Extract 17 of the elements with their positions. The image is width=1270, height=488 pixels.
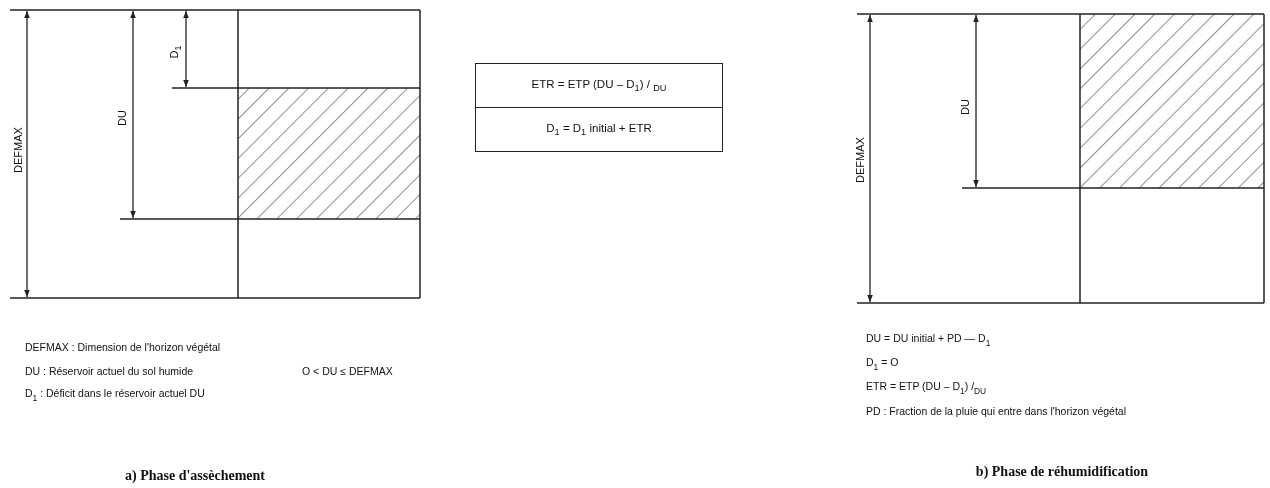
legend-note: D$_{1}$ : Déficit dans le réservoir actuel DU	[25, 387, 205, 403]
legend-note: DEFMAX : Dimension de l'horizon végétal	[25, 340, 221, 354]
dimension-label: DEFMAX	[854, 137, 868, 183]
inequality-text: O < DU ≤ DEFMAX	[302, 364, 393, 378]
figure-caption: a) Phase d'assèchement	[125, 467, 265, 485]
dimension-label: DU	[116, 110, 130, 126]
formula-text: ETR = ETP (DU – D$_{1}$) / $_{DU}$	[531, 77, 667, 94]
figure-caption: b) Phase de réhumidification	[975, 463, 1149, 481]
formula-box	[475, 63, 723, 152]
equation-text: DU = DU initial + PD — D$_{1}$	[866, 332, 991, 348]
dimension-label: DU	[959, 99, 973, 115]
dimension-label: DEFMAX	[12, 127, 26, 173]
equation-text: ETR = ETP (DU – D$_{1}$) /$_{DU}$	[866, 380, 987, 396]
formula-text: D$_{1}$ = D$_{1}$ initial + ETR	[546, 121, 652, 138]
legend-note: DU : Réservoir actuel du sol humide	[25, 364, 194, 378]
equation-text: D$_{1}$ = O	[866, 356, 899, 372]
legend-note: PD : Fraction de la pluie qui entre dans l'horizon végétal	[866, 404, 1126, 418]
